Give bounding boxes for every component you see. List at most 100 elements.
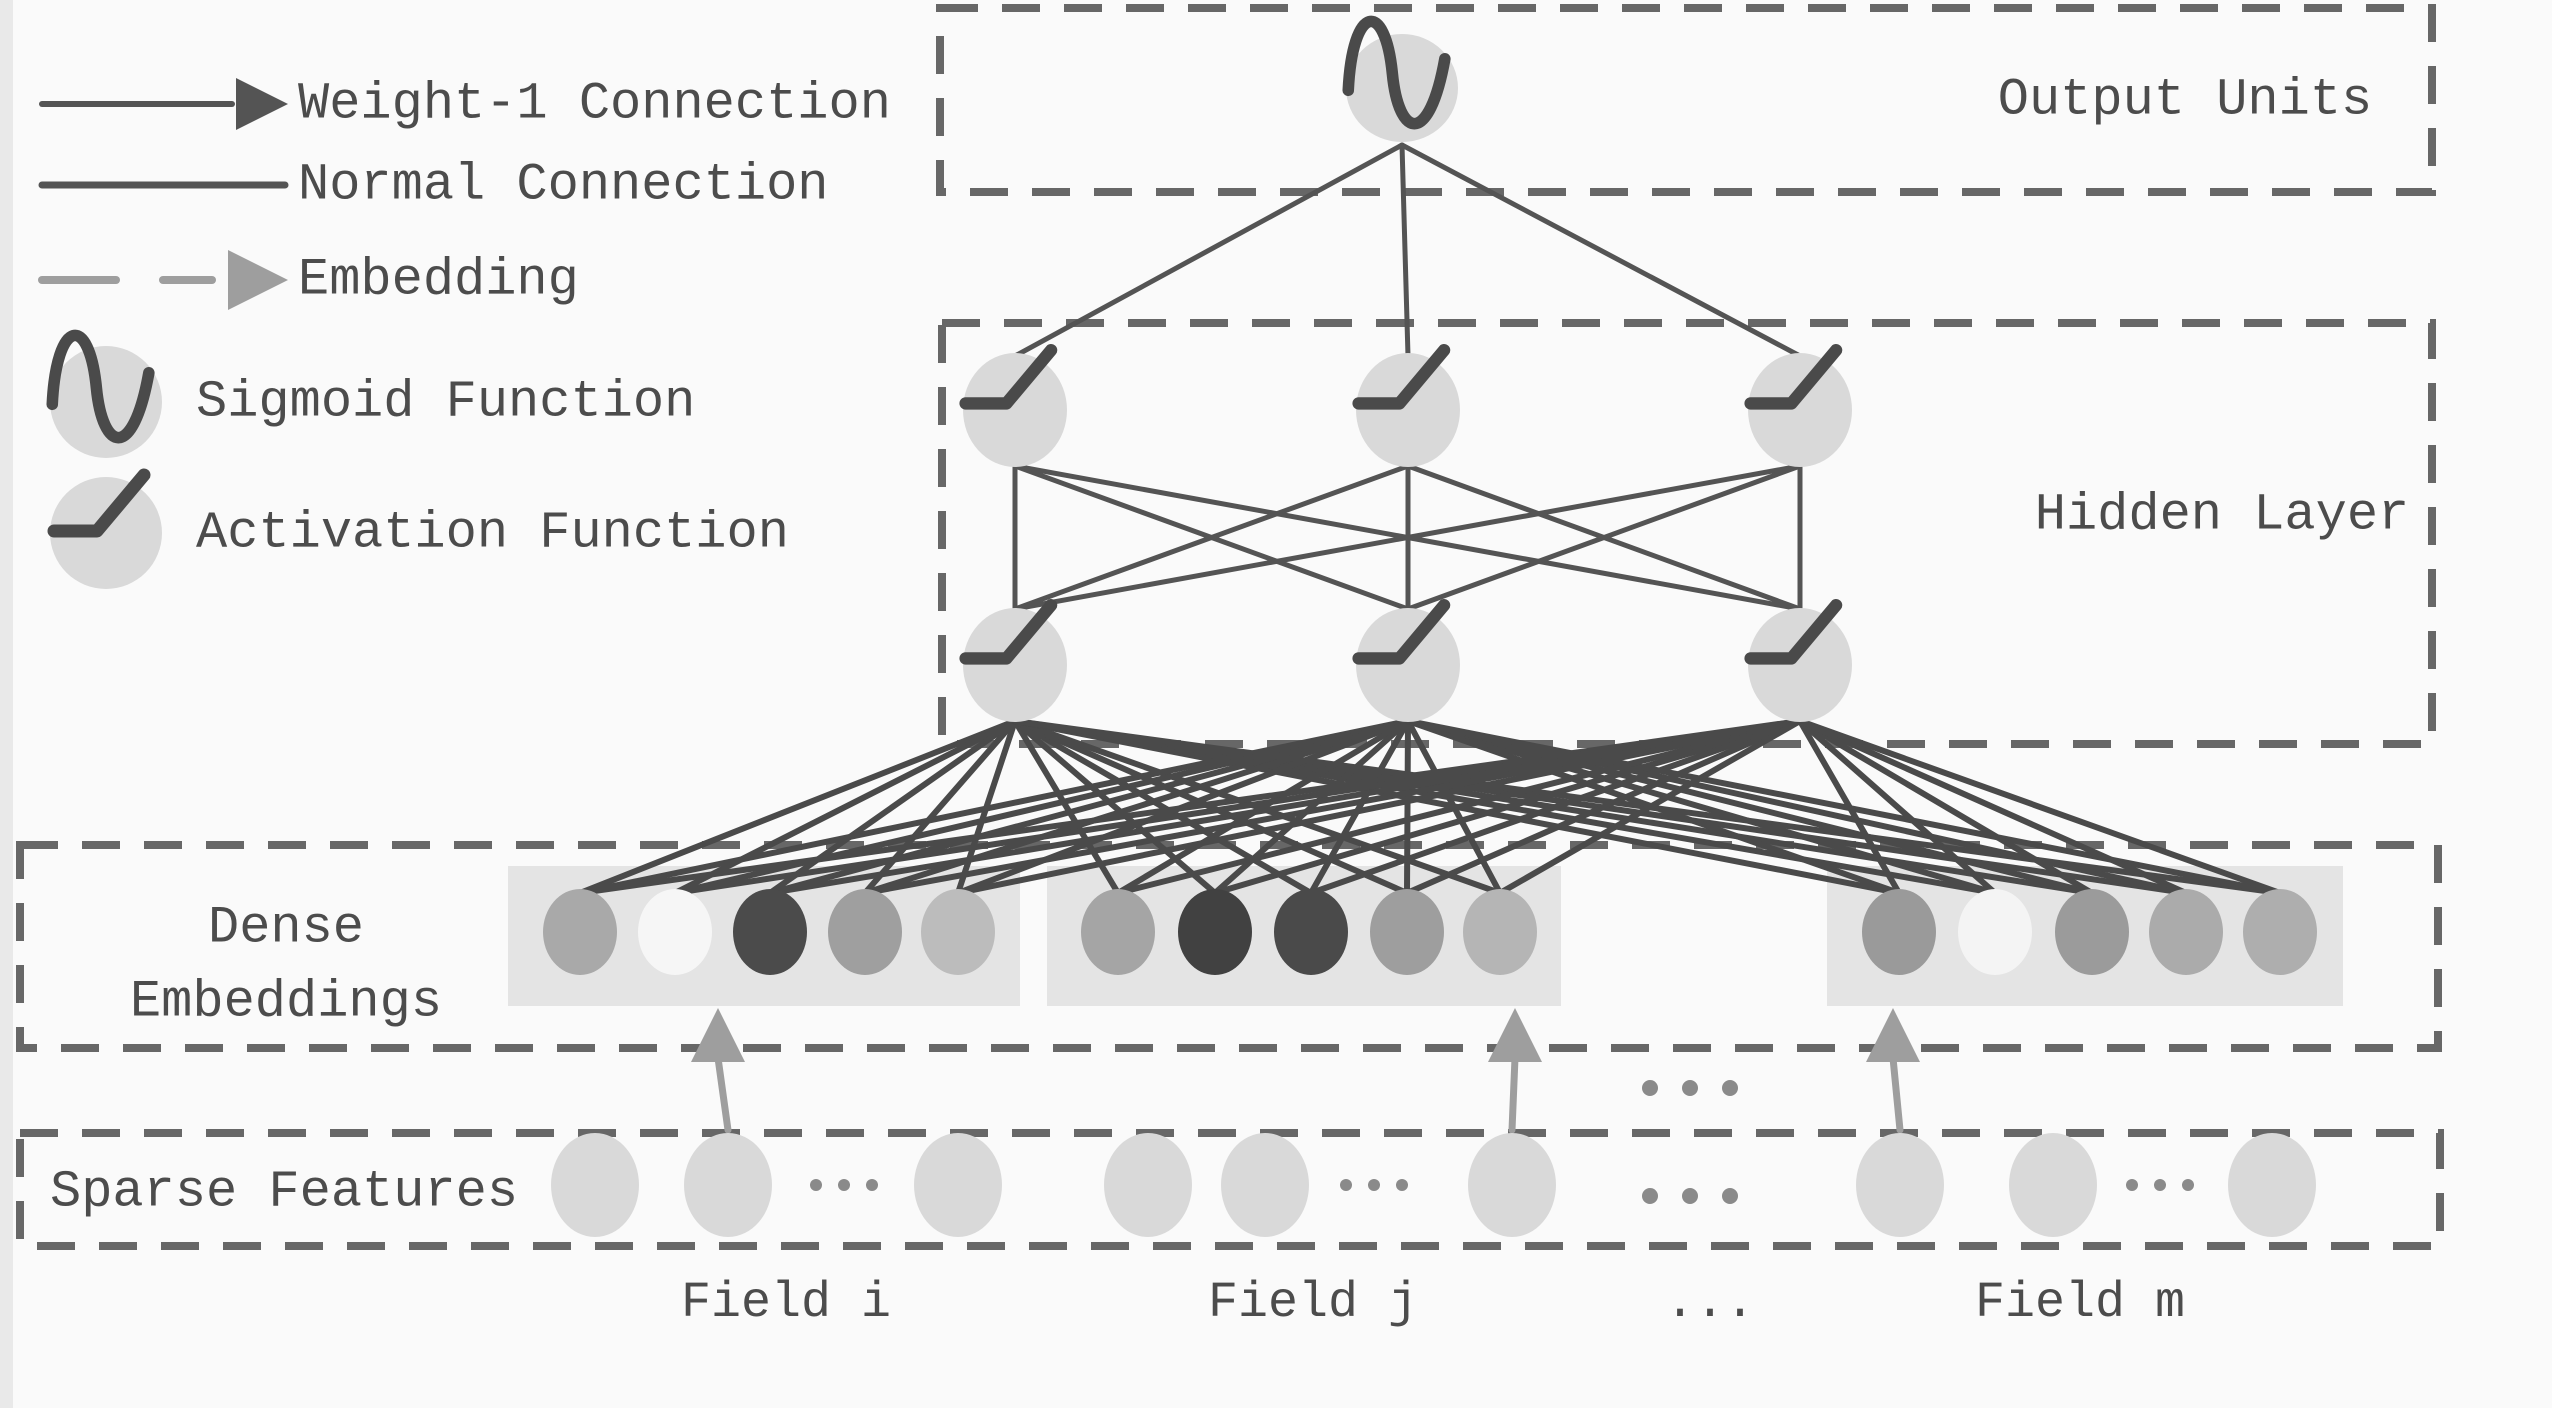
sigmoid-glyph <box>1342 15 1451 130</box>
sigmoid-curve-icon <box>1342 15 1451 130</box>
relu-curve-icon <box>1352 344 1451 410</box>
legend-label-activation: Activation Function <box>196 504 789 563</box>
dense-embeddings-label: Embeddings <box>130 973 442 1032</box>
output-connection <box>1012 142 1405 359</box>
hidden-node <box>1356 353 1460 467</box>
sparse-features-box <box>16 1129 2444 1250</box>
hidden-to-embedding-connection <box>1405 718 2189 896</box>
ellipsis-dots <box>2126 1179 2138 1191</box>
hidden-to-embedding-connection <box>1405 718 2283 896</box>
hidden-node <box>1748 608 1852 722</box>
ellipsis-dots <box>1396 1179 1408 1191</box>
ellipsis-dots <box>1682 1080 1698 1096</box>
hidden-node <box>963 608 1067 722</box>
ellipsis-dots <box>838 1179 850 1191</box>
ellipsis-dots <box>1340 1179 1352 1191</box>
sparse-feature-circle <box>1221 1133 1309 1237</box>
output-units-label: Output Units <box>1998 71 2372 130</box>
hidden-to-embedding-connection <box>1404 718 1411 896</box>
hidden-node <box>963 353 1067 467</box>
sparse-feature-circle <box>1856 1133 1944 1237</box>
output-units-box <box>936 4 2436 196</box>
hidden-to-embedding-connection <box>862 718 1018 896</box>
embedding-circle <box>1178 889 1252 975</box>
hidden-to-embedding-connection <box>767 718 1018 896</box>
output-connection <box>1399 142 1803 359</box>
ellipsis-dots <box>866 1179 878 1191</box>
embedding-arrow-stem <box>1508 1054 1519 1134</box>
activation-glyph <box>1352 599 1451 665</box>
hidden-interlayer-connection <box>1012 463 1411 612</box>
activation-glyph <box>1744 599 1843 665</box>
hidden-to-embedding-connection <box>1797 718 1902 896</box>
sparse-feature-circle <box>684 1133 772 1237</box>
embedding-circle <box>1274 889 1348 975</box>
hidden-to-embedding-connection <box>1212 718 1803 896</box>
ellipsis-dots <box>1682 1188 1698 1204</box>
activation-glyph <box>959 344 1058 410</box>
sparse-feature-circle <box>551 1133 639 1237</box>
ellipsis-dots <box>1368 1179 1380 1191</box>
scan-edge-strip <box>0 0 13 1408</box>
legend-gray-arrowhead-icon <box>228 250 288 310</box>
embedding-arrow-head-icon <box>1866 1008 1920 1062</box>
legend-label-sigmoid: Sigmoid Function <box>196 373 695 432</box>
hidden-to-embedding-connection <box>1115 718 1411 896</box>
hidden-to-embedding-connection <box>955 718 1803 896</box>
hidden-to-embedding-connection <box>1797 718 2283 896</box>
embedding-circle <box>1862 889 1936 975</box>
hidden-to-embedding-connection <box>1404 718 1803 896</box>
hidden-layer-label: Hidden Layer <box>2035 486 2409 545</box>
field-label: ... <box>1665 1275 1755 1332</box>
output-connection <box>1399 142 1411 359</box>
relu-curve-icon <box>959 344 1058 410</box>
activation-glyph <box>1352 344 1451 410</box>
embedding-circle <box>2149 889 2223 975</box>
embedding-arrow-head-icon <box>691 1008 745 1062</box>
legend-solid-arrowhead-icon <box>236 78 288 130</box>
legend-relu-glyph <box>47 468 151 538</box>
hidden-node <box>1356 608 1460 722</box>
hidden-interlayer-connection <box>1405 463 1803 612</box>
ellipsis-dots <box>2182 1179 2194 1191</box>
hidden-to-embedding-connection <box>862 718 1803 896</box>
sparse-feature-circle <box>1104 1133 1192 1237</box>
hidden-to-embedding-connection <box>577 718 1018 896</box>
hidden-node <box>1748 353 1852 467</box>
embedding-circle <box>543 889 617 975</box>
sparse-feature-circle <box>2009 1133 2097 1237</box>
sparse-feature-circle <box>1468 1133 1556 1237</box>
sparse-feature-circle <box>2228 1133 2316 1237</box>
hidden-to-embedding-connection <box>577 718 1411 896</box>
legend-relu-node-icon <box>50 477 162 589</box>
relu-curve-icon <box>47 468 151 538</box>
hidden-to-embedding-connection <box>1797 718 1998 896</box>
activation-glyph <box>959 599 1058 665</box>
sparse-features-label: Sparse Features <box>50 1163 518 1222</box>
hidden-interlayer-connection <box>1012 463 1803 612</box>
ellipsis-dots <box>1642 1188 1658 1204</box>
ellipsis-dots <box>1722 1080 1738 1096</box>
embedding-circle <box>1958 889 2032 975</box>
sigmoid-curve-icon <box>46 329 155 444</box>
hidden-to-embedding-connection <box>1012 718 1218 896</box>
embedding-arrow-head-icon <box>1488 1008 1542 1062</box>
embedding-circle <box>921 889 995 975</box>
sparse-feature-circle <box>914 1133 1002 1237</box>
legend-sigmoid-glyph <box>46 329 155 444</box>
ellipsis-dots <box>1722 1188 1738 1204</box>
embedding-circle <box>1370 889 1444 975</box>
ellipsis-dots <box>810 1179 822 1191</box>
hidden-to-embedding-connection <box>1115 718 1803 896</box>
activation-glyph <box>1744 344 1843 410</box>
relu-curve-icon <box>1744 344 1843 410</box>
hidden-to-embedding-connection <box>1405 718 2095 896</box>
legend-label-embedding: Embedding <box>298 251 579 310</box>
relu-curve-icon <box>959 599 1058 665</box>
embedding-circle <box>733 889 807 975</box>
embedding-circle <box>638 889 712 975</box>
dense-embeddings-label: Dense <box>208 899 364 958</box>
hidden-to-embedding-connection <box>1308 718 1411 896</box>
